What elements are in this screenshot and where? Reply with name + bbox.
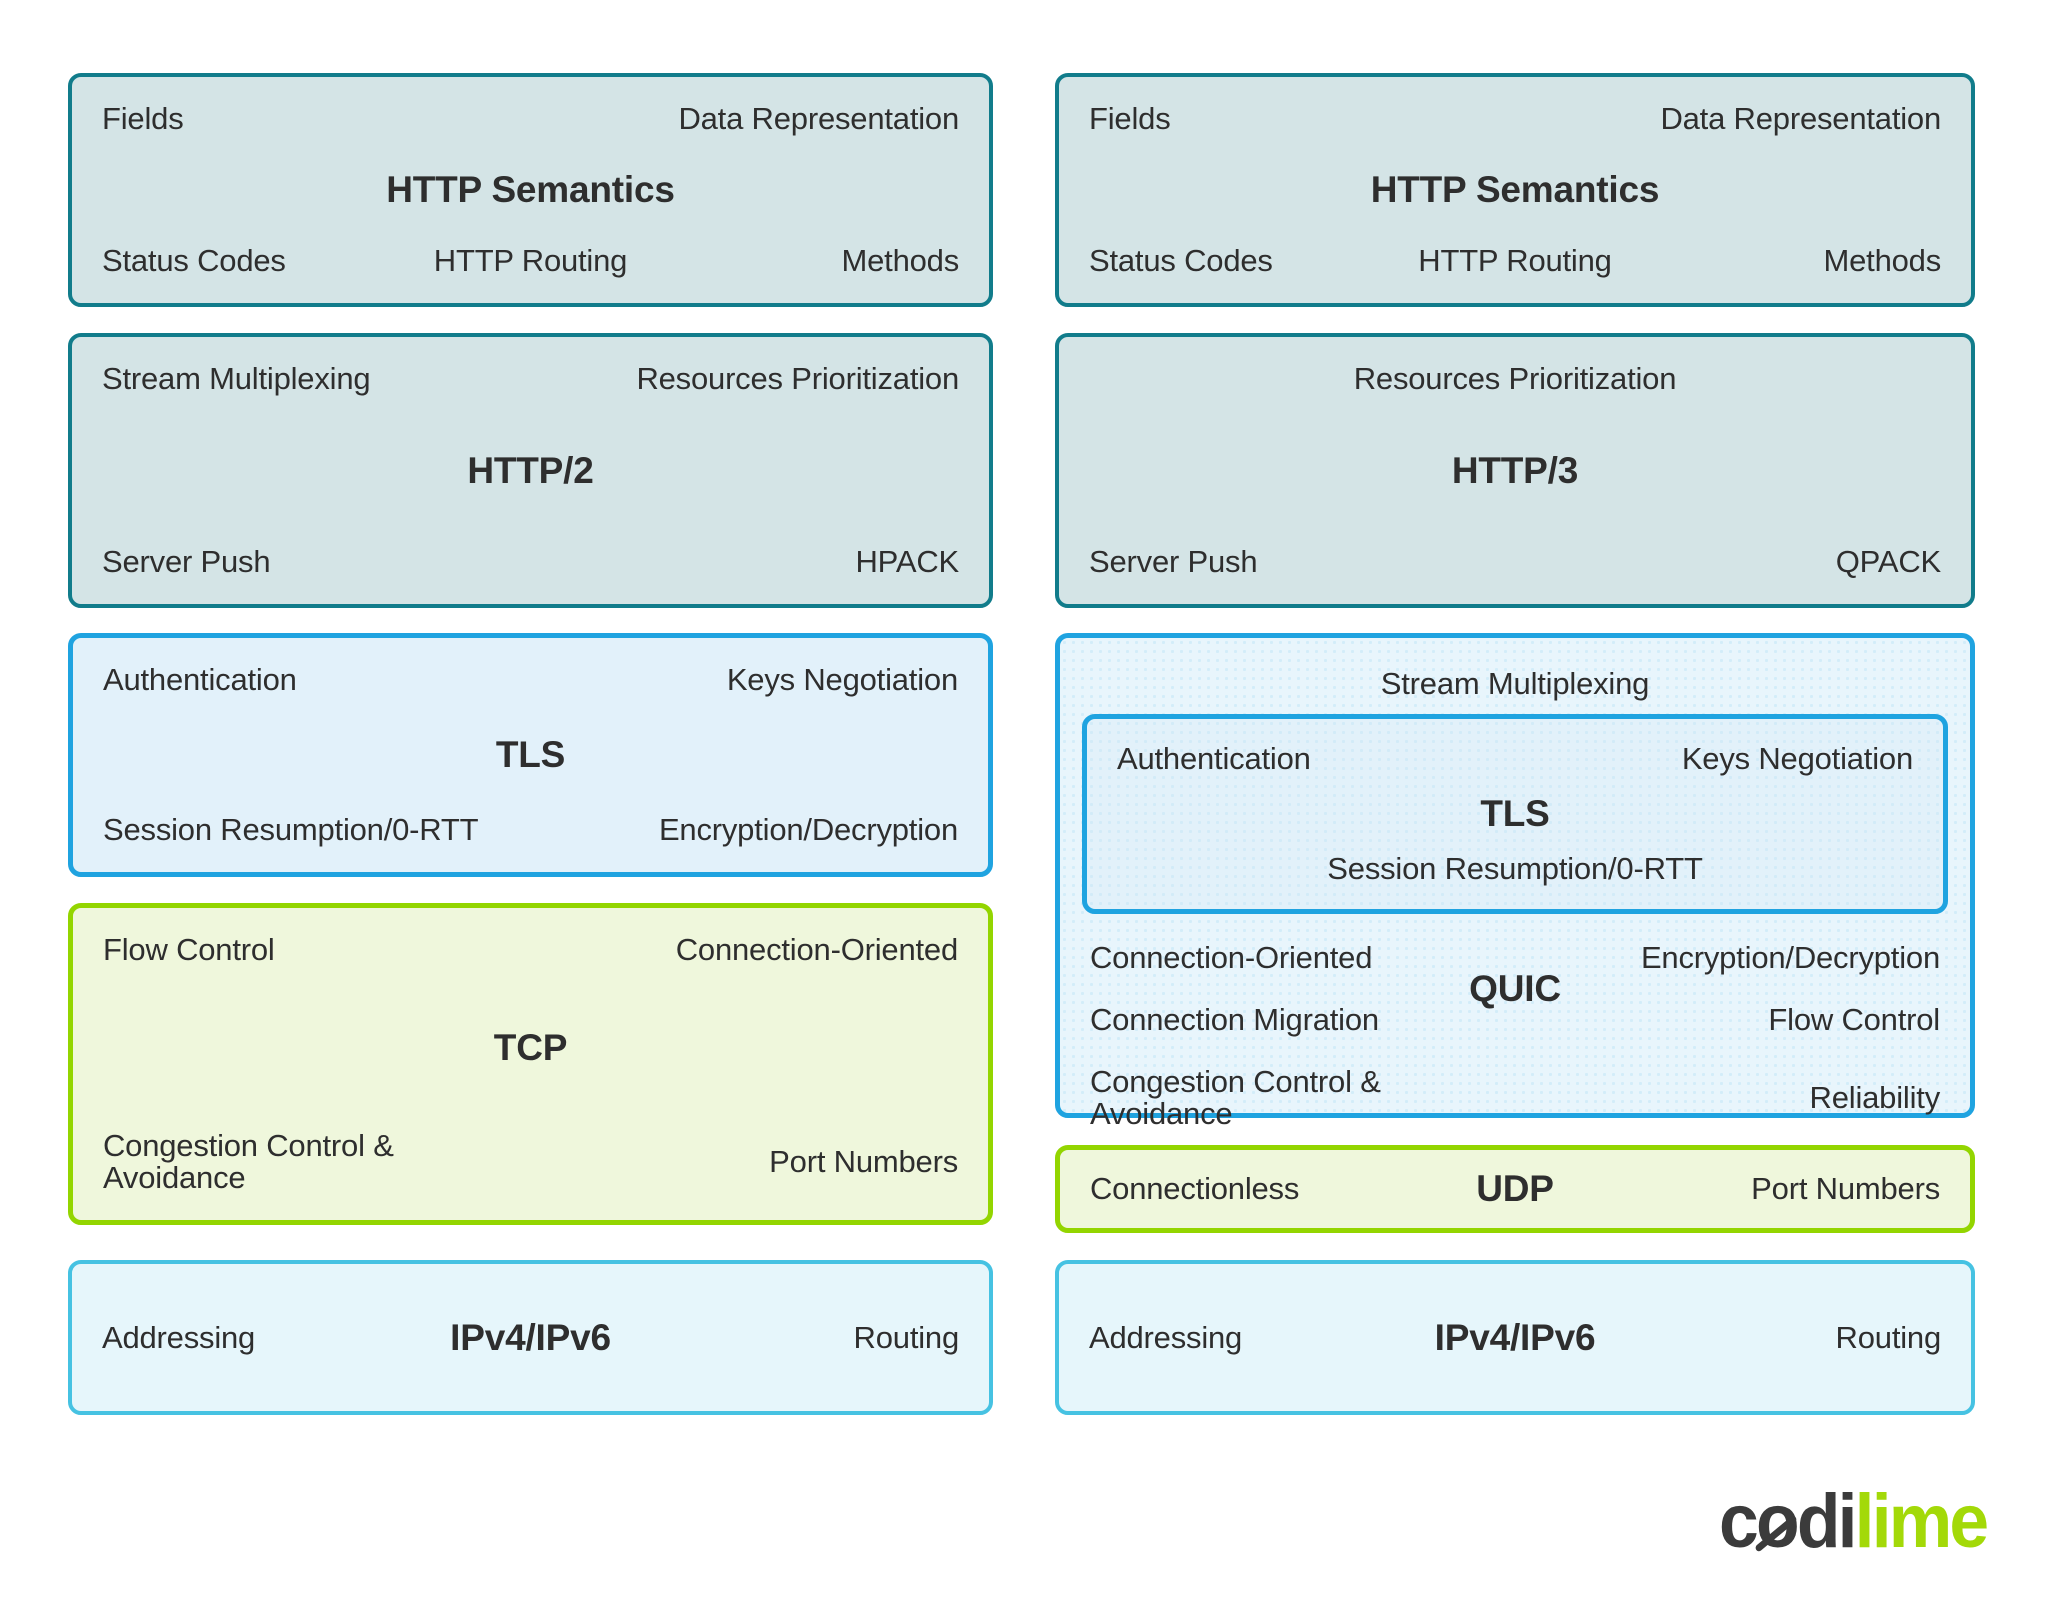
methods-label: Methods — [841, 243, 960, 278]
quic-top-row: Stream Multiplexing — [1060, 638, 1970, 700]
quic-title: QUIC — [1469, 968, 1561, 1009]
quic-row-2: Connection Migration Flow Control — [1090, 1004, 1940, 1036]
encryption-decryption-label: Encryption/Decryption — [658, 812, 958, 847]
resources-prioritization-label: Resources Prioritization — [1353, 361, 1677, 396]
http3-title: HTTP/3 — [1451, 449, 1579, 491]
connection-oriented-label: Connection-Oriented — [1090, 940, 1373, 975]
logo-letters-di: di — [1796, 1479, 1857, 1564]
ip-title: IPv4/IPv6 — [1434, 1316, 1596, 1358]
quic-row-1: Connection-Oriented Encryption/Decryptio… — [1090, 942, 1940, 974]
fields-label: Fields — [102, 101, 184, 136]
tls-bottom-row: Session Resumption/0-RTT Encryption/Decr… — [103, 814, 958, 846]
authentication-label: Authentication — [1117, 741, 1311, 776]
reliability-label: Reliability — [1809, 1080, 1941, 1115]
fields-label: Fields — [1089, 101, 1171, 136]
port-numbers-label: Port Numbers — [1751, 1171, 1940, 1206]
nested-tls-top-row: Authentication Keys Negotiation — [1117, 743, 1913, 775]
connection-oriented-label: Connection-Oriented — [675, 932, 958, 967]
semantics-title-row: HTTP Semantics — [102, 171, 959, 209]
logo-lime-text: lime — [1854, 1479, 1988, 1564]
http2-bottom-row: Server Push HPACK — [102, 546, 959, 578]
hpack-label: HPACK — [855, 544, 959, 579]
tcp-box: Flow Control Connection-Oriented TCP Con… — [68, 903, 993, 1225]
tcp-title: TCP — [493, 1027, 568, 1068]
server-push-label: Server Push — [1089, 544, 1258, 579]
codilime-logo: codilime — [1719, 1484, 1989, 1560]
port-numbers-label: Port Numbers — [769, 1144, 958, 1179]
tls-box-nested: Authentication Keys Negotiation TLS Sess… — [1082, 714, 1948, 914]
http3-top-row: Resources Prioritization — [1089, 363, 1941, 395]
quic-feature-rows: QUIC Connection-Oriented Encryption/Decr… — [1060, 914, 1970, 1130]
qpack-label: QPACK — [1835, 544, 1941, 579]
ip-row: Addressing IPv4/IPv6 Routing — [1089, 1316, 1942, 1358]
routing-label: Routing — [1835, 1319, 1942, 1355]
status-codes-label: Status Codes — [1089, 243, 1273, 278]
semantics-top-row: Fields Data Representation — [102, 103, 959, 135]
semantics-top-row: Fields Data Representation — [1089, 103, 1941, 135]
connectionless-label: Connectionless — [1090, 1171, 1300, 1206]
stream-multiplexing-label: Stream Multiplexing — [102, 361, 371, 396]
udp-title: UDP — [1476, 1168, 1554, 1209]
keys-negotiation-label: Keys Negotiation — [1681, 741, 1913, 776]
ip-box-right: Addressing IPv4/IPv6 Routing — [1055, 1260, 1975, 1415]
session-resumption-label: Session Resumption/0-RTT — [103, 812, 479, 847]
udp-row: Connectionless UDP Port Numbers — [1090, 1170, 1940, 1208]
server-push-label: Server Push — [102, 544, 271, 579]
nested-tls-title-row: TLS — [1117, 795, 1913, 833]
connection-migration-label: Connection Migration — [1090, 1002, 1379, 1037]
encryption-decryption-label: Encryption/Decryption — [1640, 940, 1940, 975]
tcp-title-row: TCP — [103, 1029, 958, 1067]
semantics-bottom-row: Status Codes HTTP Routing Methods — [102, 245, 959, 277]
flow-control-label: Flow Control — [1768, 1002, 1940, 1037]
http-semantics-title: HTTP Semantics — [386, 169, 675, 210]
tls-box-left: Authentication Keys Negotiation TLS Sess… — [68, 633, 993, 877]
http-semantics-title: HTTP Semantics — [1370, 169, 1660, 210]
data-representation-label: Data Representation — [1660, 101, 1941, 136]
logo-letter-o: o — [1755, 1479, 1800, 1564]
flow-control-label: Flow Control — [103, 932, 275, 967]
http-semantics-box-right: Fields Data Representation HTTP Semantic… — [1055, 73, 1975, 307]
resources-prioritization-label: Resources Prioritization — [636, 361, 959, 396]
tls-top-row: Authentication Keys Negotiation — [103, 664, 958, 696]
ip-box-left: Addressing IPv4/IPv6 Routing — [68, 1260, 993, 1415]
http-routing-label: HTTP Routing — [433, 243, 628, 278]
tcp-bottom-row: Congestion Control & Avoidance Port Numb… — [103, 1130, 958, 1194]
http2-title: HTTP/2 — [467, 449, 594, 491]
semantics-bottom-row: Status Codes HTTP Routing Methods — [1089, 245, 1941, 277]
ip-row: Addressing IPv4/IPv6 Routing — [102, 1316, 960, 1358]
udp-box: Connectionless UDP Port Numbers — [1055, 1145, 1975, 1233]
addressing-label: Addressing — [1089, 1319, 1243, 1355]
data-representation-label: Data Representation — [678, 101, 959, 136]
nested-tls-bottom-row: Session Resumption/0-RTT — [1117, 853, 1913, 885]
tls-title-row: TLS — [103, 736, 958, 774]
routing-label: Routing — [853, 1319, 960, 1355]
ip-title: IPv4/IPv6 — [450, 1316, 611, 1358]
http3-title-row: HTTP/3 — [1089, 449, 1941, 491]
addressing-label: Addressing — [102, 1319, 256, 1355]
session-resumption-label: Session Resumption/0-RTT — [1327, 851, 1703, 886]
http2-box: Stream Multiplexing Resources Prioritiza… — [68, 333, 993, 608]
logo-slashed-o-icon: o — [1756, 1484, 1800, 1560]
status-codes-label: Status Codes — [102, 243, 286, 278]
quic-box: Stream Multiplexing Authentication Keys … — [1055, 633, 1975, 1130]
http-semantics-box-left: Fields Data Representation HTTP Semantic… — [68, 73, 993, 307]
tls-title: TLS — [495, 734, 566, 775]
http2-title-row: HTTP/2 — [102, 449, 959, 491]
tcp-top-row: Flow Control Connection-Oriented — [103, 934, 958, 966]
semantics-title-row: HTTP Semantics — [1089, 171, 1941, 209]
authentication-label: Authentication — [103, 662, 297, 697]
http3-box: Resources Prioritization HTTP/3 Server P… — [1055, 333, 1975, 608]
methods-label: Methods — [1823, 243, 1942, 278]
quic-row-3: Congestion Control & Avoidance Reliabili… — [1090, 1066, 1940, 1130]
keys-negotiation-label: Keys Negotiation — [726, 662, 958, 697]
http3-bottom-row: Server Push QPACK — [1089, 546, 1941, 578]
congestion-control-label: Congestion Control & Avoidance — [103, 1128, 394, 1195]
http2-top-row: Stream Multiplexing Resources Prioritiza… — [102, 363, 959, 395]
stream-multiplexing-label: Stream Multiplexing — [1380, 666, 1650, 701]
http-routing-label: HTTP Routing — [1418, 243, 1612, 278]
logo-letter-c: c — [1718, 1479, 1759, 1564]
tls-title: TLS — [1480, 793, 1550, 834]
congestion-control-label: Congestion Control & Avoidance — [1090, 1064, 1381, 1131]
